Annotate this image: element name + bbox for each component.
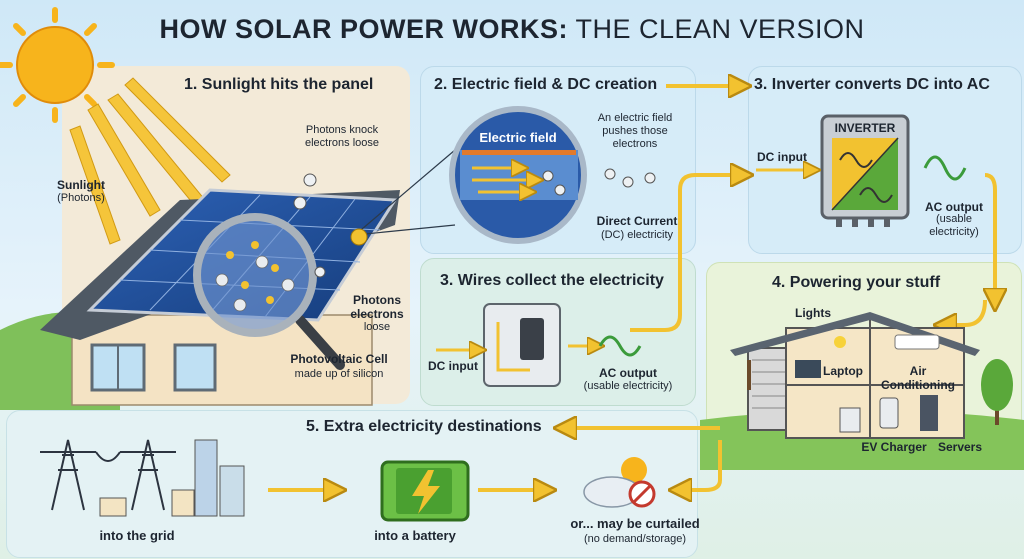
inverter-dc-input-label: DC input [757, 150, 807, 164]
step5-panel [6, 410, 698, 558]
city-buildings [99, 439, 245, 517]
curtailed-cloud-icon [583, 457, 656, 508]
inverter-ac-wave-icon [923, 155, 967, 181]
sunlight-sub: (Photons) [57, 192, 105, 204]
electric-field-zoom [350, 106, 587, 246]
battery-label: into a battery [374, 528, 456, 543]
wires-dc-input-label: DC input [428, 359, 478, 373]
inverter-label: INVERTER [834, 121, 896, 135]
photons-loose-label-2: electrons [350, 307, 404, 321]
electric-field-note: An electric field pushes those electrons [597, 112, 673, 151]
inverter-box [820, 114, 910, 227]
magnifier-icon [193, 213, 345, 370]
inverter-ac-output-label: AC output [925, 200, 983, 214]
servers-label: Servers [937, 440, 983, 454]
photons-knock-label: Photons knock electrons loose [305, 124, 379, 150]
ev-charger-label: EV Charger [861, 440, 927, 454]
pv-cell-label: Photovoltaic Cell [290, 352, 388, 366]
pushed-electrons [604, 168, 656, 188]
dc-title: Direct Current [596, 214, 678, 228]
sunlight-label: Sunlight [57, 178, 105, 192]
lights-label: Lights [795, 306, 831, 320]
laptop-label: Laptop [823, 364, 863, 378]
wires-ac-output-label: AC output [599, 366, 657, 380]
electric-field-title: Electric field [479, 130, 557, 145]
ac-wave-icon [598, 335, 642, 357]
home-cutaway [730, 312, 980, 439]
step1-heading: 1. Sunlight hits the panel [184, 76, 374, 93]
photons-loose-label-3: loose [363, 321, 391, 333]
inverter-ac-output-sub: (usable electricity) [929, 213, 979, 239]
step4-heading: 4. Powering your stuff [772, 274, 941, 291]
battery-icon [380, 460, 470, 522]
flow-arrows [268, 86, 995, 490]
step5-heading: 5. Extra electricity destinations [306, 418, 542, 435]
step3-wires-heading: 3. Wires collect the electricity [440, 272, 664, 289]
dc-sub: (DC) electricity [600, 229, 674, 241]
air-conditioning-label: Air Conditioning [881, 364, 955, 393]
curtailed-label: or... may be curtailed [570, 516, 700, 531]
sun-icon [0, 7, 115, 123]
wires-ac-output-sub: (usable electricity) [583, 380, 673, 392]
step3-inverter-heading: 3. Inverter converts DC into AC [754, 76, 990, 93]
curtailed-sub: (no demand/storage) [583, 533, 687, 545]
wire-junction-box [483, 303, 561, 387]
electrons-icon [293, 173, 326, 278]
grid-label: into the grid [99, 528, 175, 543]
pv-cell-sub: made up of silicon [294, 368, 384, 380]
power-towers-icon [40, 439, 176, 511]
step2-heading: 2. Electric field & DC creation [434, 76, 658, 93]
trees [747, 359, 1013, 425]
sunlight-rays [69, 77, 231, 245]
photons-loose-label-1: Photons [353, 293, 401, 307]
page-title: HOW SOLAR POWER WORKS: THE CLEAN VERSION [159, 14, 865, 44]
